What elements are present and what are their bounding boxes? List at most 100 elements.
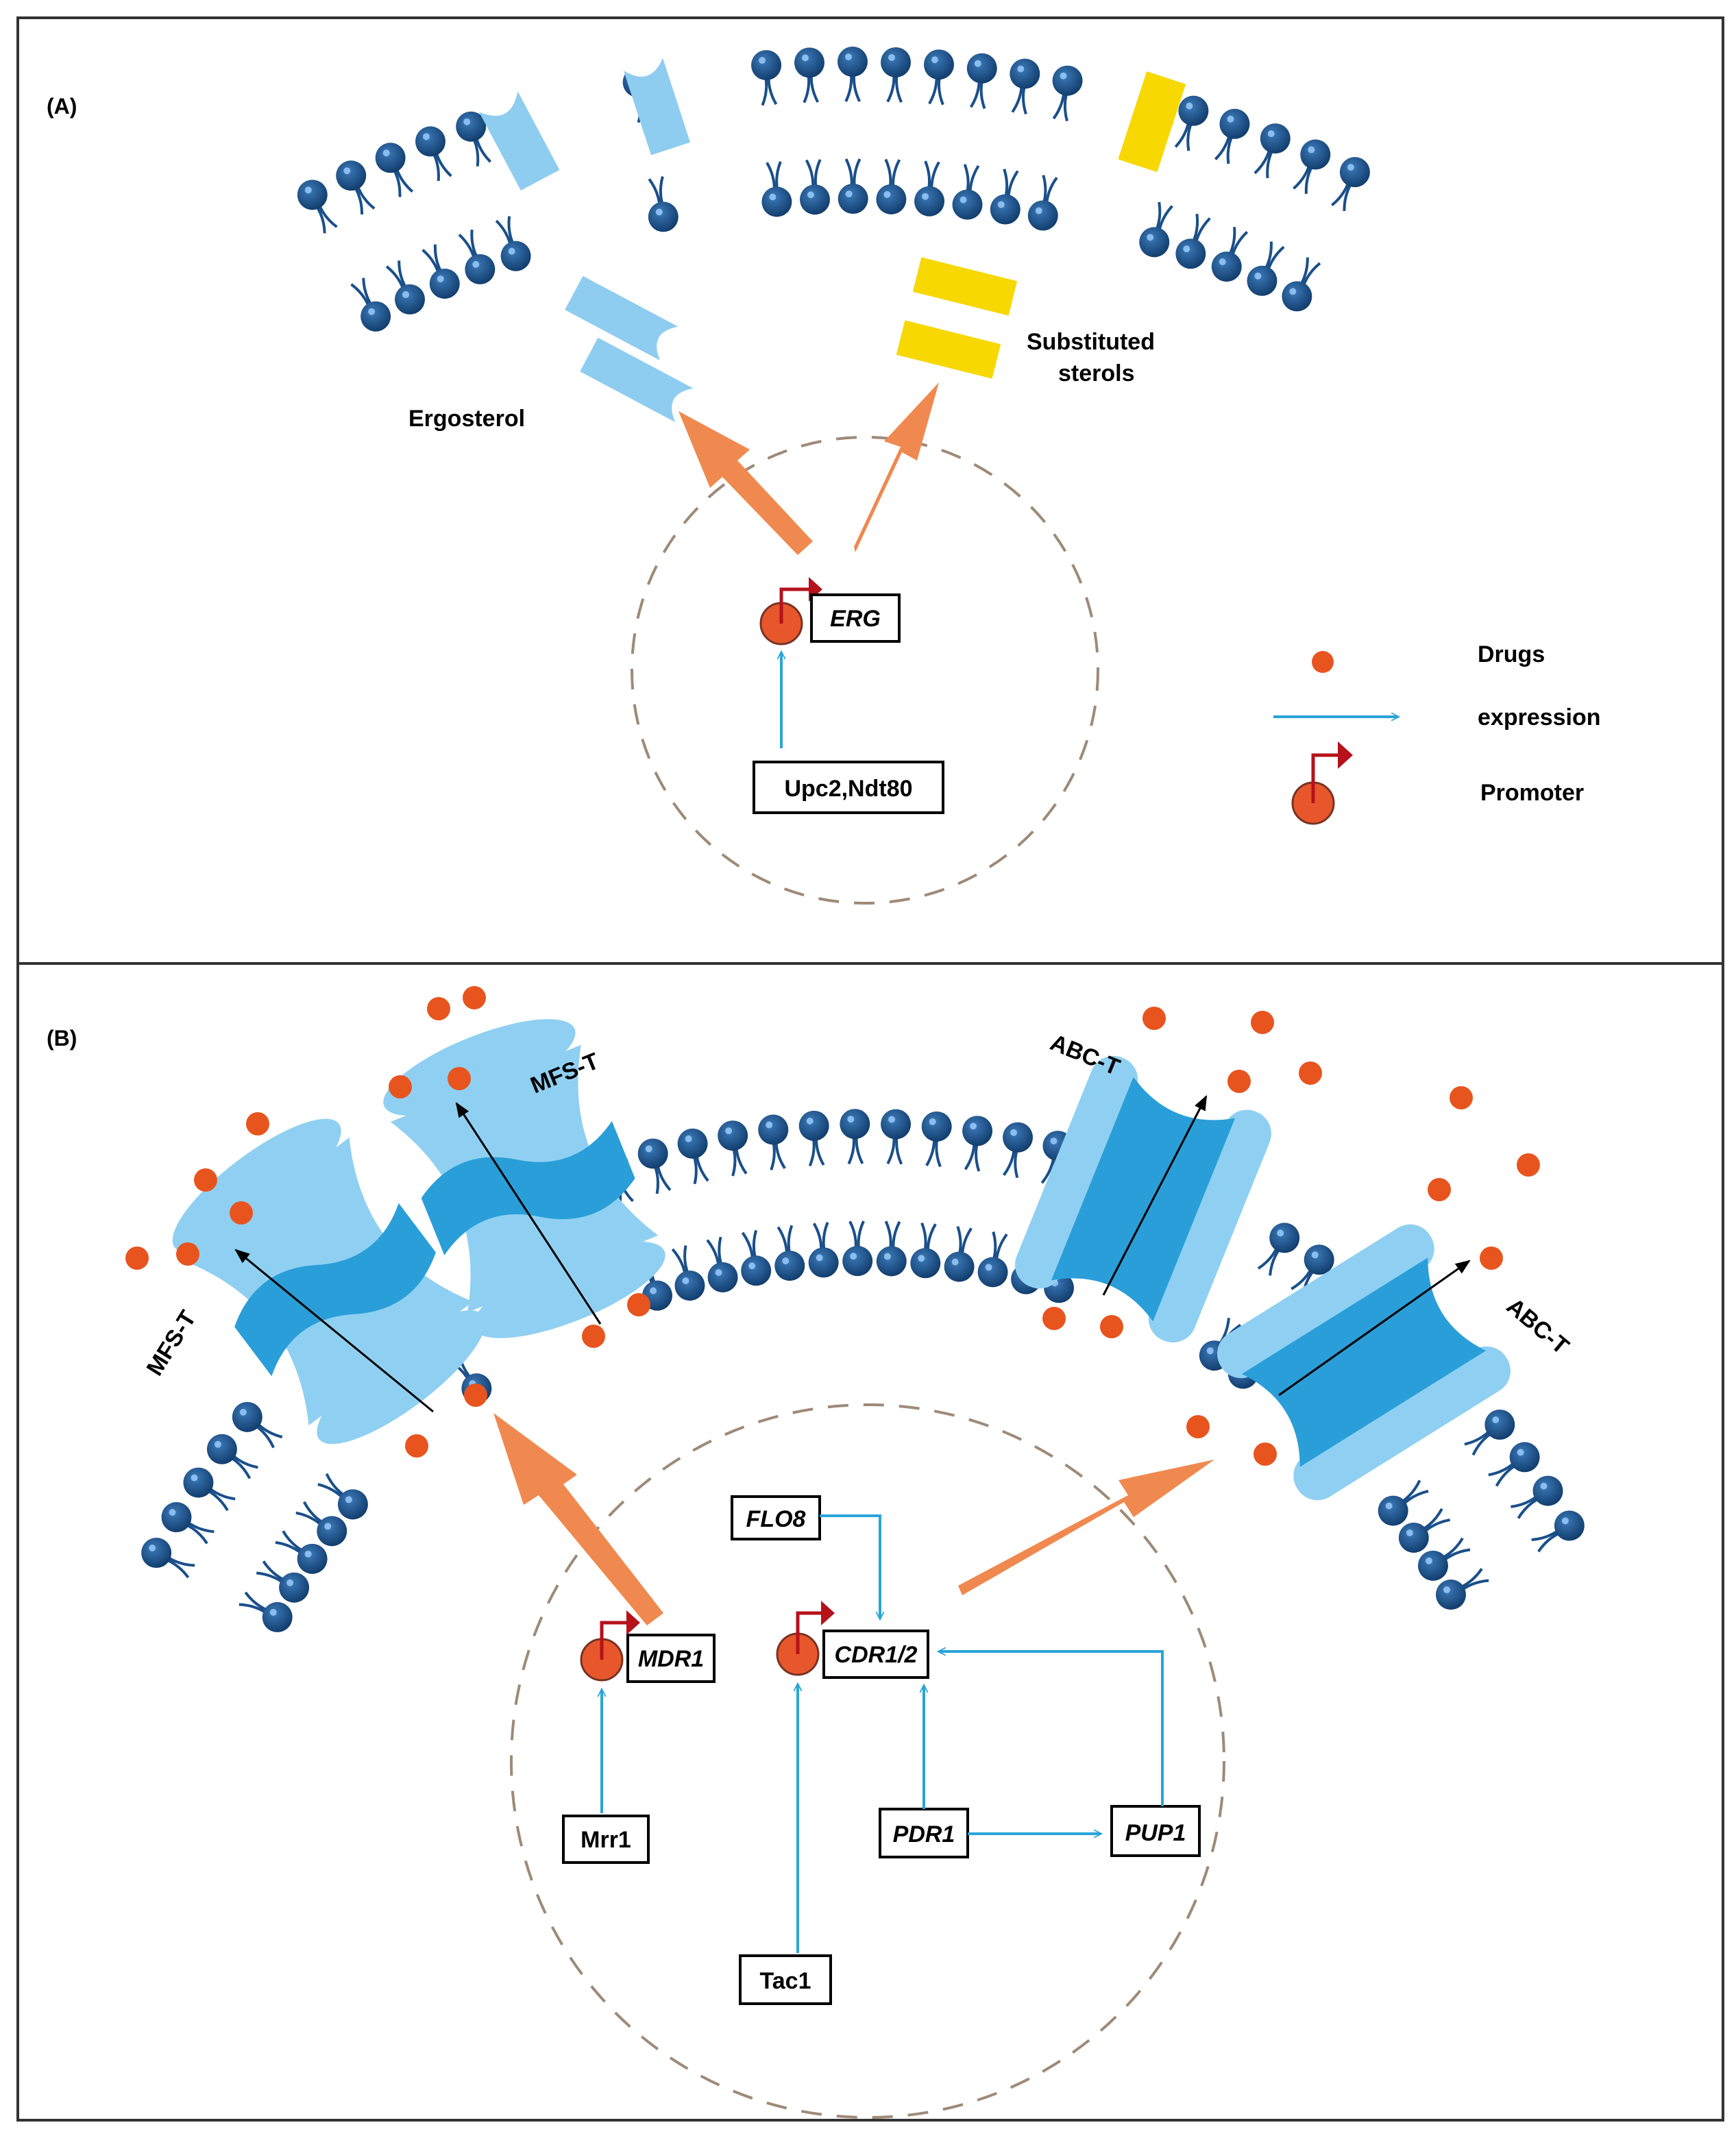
lipid-molecule <box>758 1114 789 1170</box>
lipid-molecule <box>751 50 782 106</box>
expression-arrow-mdr1 <box>493 1413 663 1625</box>
lipid-molecule <box>1464 1410 1515 1456</box>
lipid-molecule <box>375 143 414 197</box>
membrane-a <box>297 47 1370 332</box>
drug-molecule <box>448 1067 471 1090</box>
expression-arrow-cdr <box>958 1460 1214 1595</box>
panel-a-label: (A) <box>47 94 77 119</box>
legend-expression-label: expression <box>1478 704 1601 730</box>
lipid-molecule <box>350 278 391 332</box>
lipid-molecule <box>1010 58 1040 115</box>
lipid-molecule <box>977 1231 1008 1288</box>
ergosterol-free-2 <box>580 337 702 428</box>
lipid-molecule <box>1003 1122 1034 1179</box>
drug-molecule <box>1042 1307 1066 1330</box>
lipid-molecule <box>385 260 426 315</box>
substituted-label-line2: sterols <box>1058 360 1135 386</box>
lipid-molecule <box>295 1501 347 1547</box>
lipid-molecule <box>1282 257 1321 312</box>
synthesis-arrow-substituted <box>854 382 939 552</box>
flo8-box <box>731 1495 821 1540</box>
lipid-molecule <box>914 160 945 217</box>
lipid-molecule <box>794 47 824 103</box>
drug-molecule <box>464 1384 487 1407</box>
drug-molecule <box>1100 1315 1123 1338</box>
tac1-box <box>739 1954 832 2005</box>
drug-molecule <box>627 1293 650 1316</box>
lipid-molecule <box>183 1467 236 1512</box>
lipid-molecule <box>456 111 492 167</box>
lipid-molecule <box>1211 227 1249 282</box>
lipid-molecule <box>1214 108 1250 164</box>
lipid-molecule <box>1331 157 1370 211</box>
drug-molecule <box>582 1325 605 1348</box>
drug-molecule <box>427 997 450 1020</box>
nucleus-a <box>631 436 1099 905</box>
mfs-transporter-top <box>383 1019 665 1338</box>
legend-drugs-label: Drugs <box>1478 641 1545 667</box>
lipid-molecule <box>637 1138 672 1194</box>
flo8-to-cdr-arrow <box>820 1514 880 1619</box>
cdr-gene-box <box>822 1630 929 1679</box>
mrr1-box <box>562 1815 650 1864</box>
lipid-molecule <box>881 47 912 103</box>
ergosterol-label: Ergosterol <box>408 406 525 432</box>
drug-molecule <box>1517 1153 1540 1177</box>
panel-b-frame <box>16 962 1724 2122</box>
lipid-molecule <box>648 176 678 232</box>
drug-molecule <box>405 1434 428 1458</box>
lipid-molecule <box>206 1434 258 1479</box>
lipid-molecule <box>1293 139 1331 194</box>
lipid-molecule <box>1247 241 1285 296</box>
lipid-molecule <box>966 53 997 110</box>
drug-molecule <box>176 1242 199 1266</box>
lipid-molecule <box>761 161 792 217</box>
lipid-molecule <box>1435 1568 1489 1610</box>
lipid-molecule <box>141 1538 195 1579</box>
lipid-molecule <box>718 1120 748 1177</box>
pdr1-box <box>879 1808 969 1858</box>
drug-molecule <box>246 1112 269 1135</box>
lipid-molecule <box>1257 1222 1300 1276</box>
lipid-molecule <box>990 169 1020 225</box>
lipid-molecule <box>921 1111 952 1168</box>
pdr1-label: PDR1 <box>893 1821 955 1847</box>
pup1-box <box>1110 1805 1201 1857</box>
efflux-arrow-abc-right <box>1278 1260 1471 1397</box>
lipid-molecule <box>1174 95 1209 151</box>
lipid-molecule <box>256 1560 310 1603</box>
drug-molecule <box>1299 1061 1322 1085</box>
lipid-molecule <box>1531 1510 1585 1553</box>
drug-molecule <box>230 1201 253 1225</box>
cdr-promoter <box>776 1601 835 1676</box>
drug-molecule <box>1428 1178 1451 1201</box>
abc-transporter-right <box>1217 1224 1511 1501</box>
lipid-molecule <box>232 1401 283 1449</box>
drug-molecule <box>1450 1086 1473 1109</box>
lipid-molecule <box>1175 213 1211 269</box>
panel-a-frame <box>16 16 1724 965</box>
lipid-molecule <box>881 1109 912 1165</box>
abc-top-label: ABC-T <box>1047 1029 1124 1081</box>
nucleus-b <box>510 1403 1225 2119</box>
lipid-molecule <box>161 1502 215 1545</box>
lipid-molecule <box>415 126 452 182</box>
panel-b-label: (B) <box>47 1026 77 1050</box>
lipid-molecule <box>706 1236 738 1292</box>
lipid-molecule <box>1417 1537 1471 1581</box>
lipid-molecule <box>1488 1442 1540 1487</box>
pup1-label: PUP1 <box>1125 1820 1186 1846</box>
flo8-label: FLO8 <box>746 1506 806 1532</box>
ergosterol-in-membrane-1 <box>474 84 560 191</box>
cdr-gene-label: CDR1/2 <box>835 1642 918 1668</box>
drug-molecule <box>389 1075 412 1098</box>
lipid-molecule <box>842 1220 873 1277</box>
synthesis-arrow-ergosterol <box>678 411 813 555</box>
mdr1-gene-label: MDR1 <box>638 1646 704 1672</box>
lipid-molecule <box>1027 175 1058 231</box>
substituted-label-line1: Substituted <box>1027 329 1155 355</box>
mfs-left-label: MFS-T <box>142 1306 201 1380</box>
pup1-to-cdr-arrow <box>939 1651 1164 1806</box>
mdr1-promoter <box>580 1610 640 1682</box>
lipid-molecule <box>840 1109 870 1165</box>
